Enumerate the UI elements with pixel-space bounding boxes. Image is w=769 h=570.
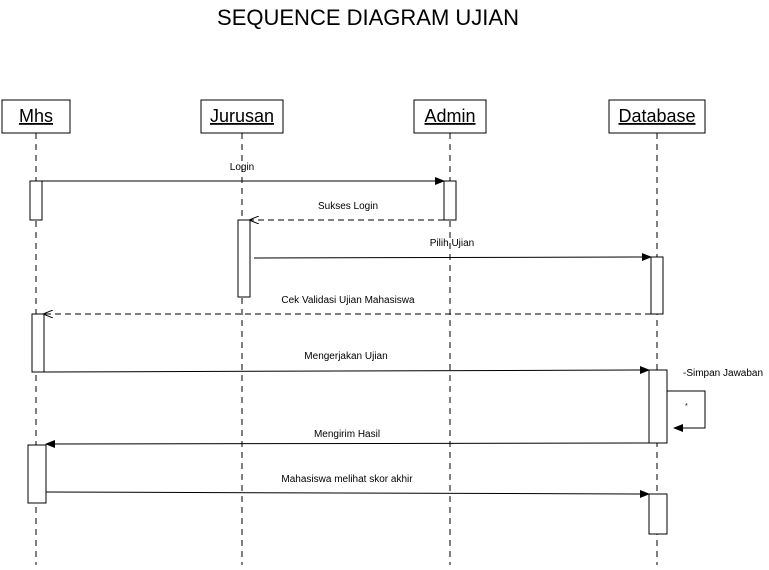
diagram-title: SEQUENCE DIAGRAM UJIAN: [217, 5, 519, 30]
activation-jurusan-1: [237, 219, 251, 298]
activation-mhs-2: [31, 313, 45, 373]
activation-database-2: [648, 369, 668, 444]
message-label-simpan-jawaban: -Simpan Jawaban: [683, 368, 763, 379]
message-arrow-mengerjakan-ujian: [43, 366, 650, 375]
message-label-melihat-skor: Mahasiswa melihat skor akhir: [281, 474, 413, 485]
message-label-login: Login: [230, 162, 254, 173]
activation-mhs-3: [27, 444, 47, 504]
messages: Login Sukses Login Pilih Ujian Cek Valid…: [42, 162, 763, 498]
message-label-pilih-ujian: Pilih Ujian: [430, 238, 474, 249]
message-label-cek-validasi: Cek Validasi Ujian Mahasiswa: [281, 295, 415, 306]
activation-mhs-1: [29, 180, 43, 221]
message-label-mengirim-hasil: Mengirim Hasil: [314, 429, 380, 440]
actor-box-database: [608, 99, 706, 134]
message-label-sukses-login: Sukses Login: [318, 201, 378, 212]
actor-database: Database: [608, 99, 706, 134]
message-arrow-simpan-jawaban: [667, 390, 706, 432]
activations: [27, 180, 668, 535]
message-arrow-mengirim-hasil: [45, 439, 650, 448]
actor-label-admin: Admin: [424, 106, 475, 126]
message-label-mengerjakan-ujian: Mengerjakan Ujian: [304, 351, 387, 362]
message-arrow-melihat-skor: [45, 489, 650, 498]
actor-label-jurusan: Jurusan: [210, 106, 274, 126]
actor-box-admin: [413, 99, 487, 134]
actor-box-jurusan: [200, 99, 284, 134]
actor-label-mhs: Mhs: [19, 106, 53, 126]
activation-database-3: [648, 493, 668, 535]
actor-box-mhs: [1, 99, 71, 134]
actor-jurusan: Jurusan: [200, 99, 284, 134]
message-arrow-pilih-ujian: [253, 253, 652, 262]
activation-database-1: [650, 256, 664, 315]
activation-admin-1: [443, 180, 457, 221]
actor-mhs: Mhs: [1, 99, 71, 134]
self-message-mark: *: [685, 403, 688, 410]
actor-admin: Admin: [413, 99, 487, 134]
actor-label-database: Database: [618, 106, 695, 126]
lifelines: [35, 133, 658, 565]
